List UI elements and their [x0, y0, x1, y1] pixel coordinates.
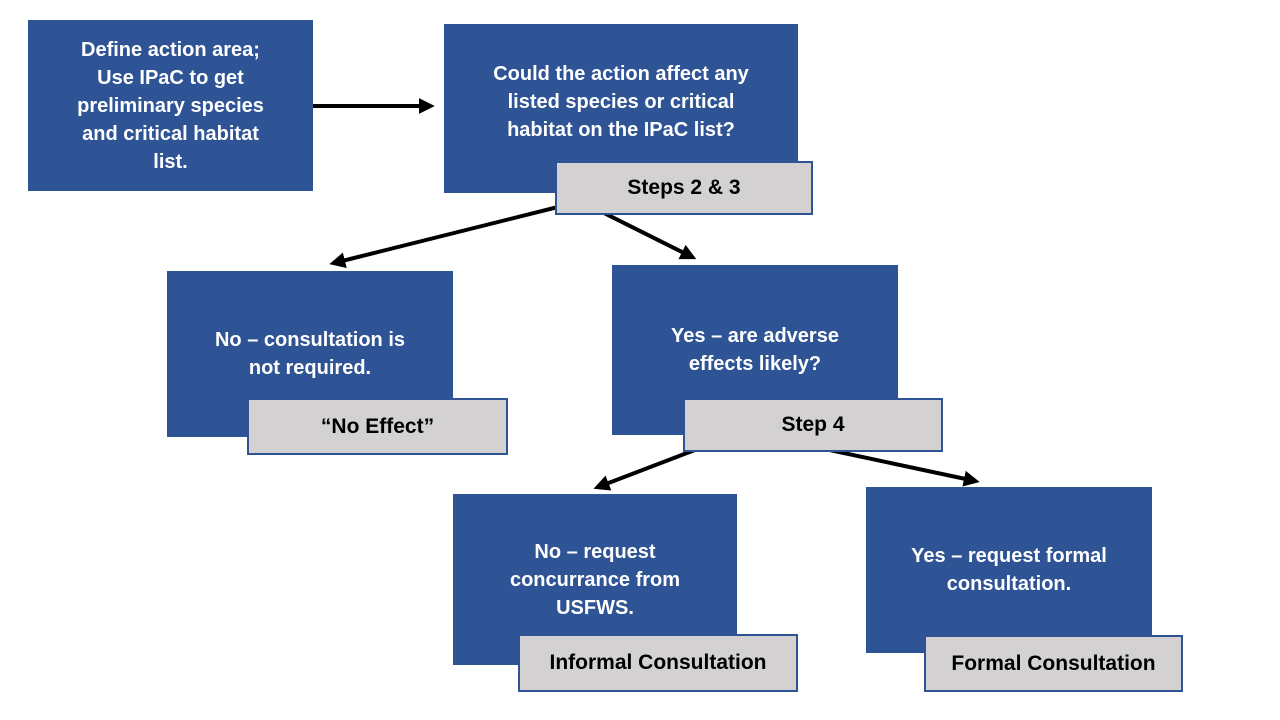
arrow-yes-adverse-to-yes-formal	[824, 447, 980, 487]
label-informal-consultation: Informal Consultation	[518, 634, 798, 692]
arrow-could-affect-to-no-consultation	[329, 204, 563, 269]
label-formal-consultation: Formal Consultation	[924, 635, 1183, 692]
node-could-action-affect: Could the action affect any listed speci…	[444, 24, 798, 193]
label-step-4: Step 4	[683, 398, 943, 452]
label-steps-2-3: Steps 2 & 3	[555, 161, 813, 215]
node-yes-request-formal: Yes – request formal consultation.	[866, 487, 1152, 653]
label-no-effect: “No Effect”	[247, 398, 508, 455]
arrow-yes-adverse-to-no-concurrence	[593, 446, 701, 491]
node-define-action-area: Define action area; Use IPaC to get prel…	[28, 20, 313, 191]
